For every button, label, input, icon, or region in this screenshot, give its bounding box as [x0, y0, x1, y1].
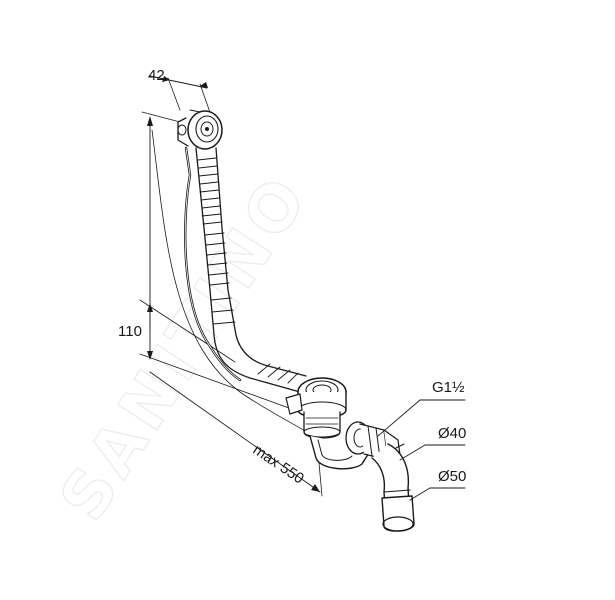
leader-thread — [377, 399, 421, 437]
overflow-head — [177, 109, 223, 150]
diameter-outlet-label: Ø40 — [438, 425, 466, 442]
drain-body — [285, 377, 347, 439]
outlet-pipe — [371, 443, 415, 532]
overflow-tube — [195, 147, 307, 393]
dimension-overall-height — [141, 111, 181, 331]
dimension-length-label: max 550 — [250, 441, 307, 487]
thread-label: G1½ — [432, 379, 465, 396]
dimension-height-overflow — [139, 299, 301, 413]
dimension-width-label: 42 — [148, 67, 165, 84]
bowden-cable-core — [184, 147, 241, 381]
dimension-height-label: 110 — [118, 323, 142, 340]
diameter-pipe-label: Ø50 — [438, 468, 466, 485]
